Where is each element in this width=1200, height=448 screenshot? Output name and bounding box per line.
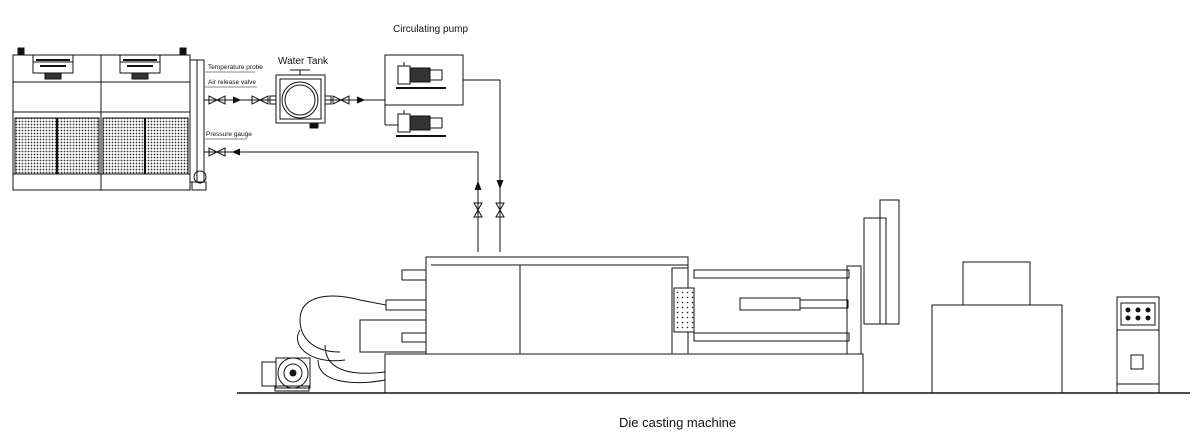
die-casting-machine xyxy=(237,199,1190,394)
fan-motor-icon xyxy=(32,54,74,80)
motor-icon xyxy=(261,357,311,392)
fan-motor-icon xyxy=(119,54,161,80)
temperature-probe-label: Temperature probe xyxy=(208,64,263,71)
auxiliary-unit xyxy=(931,261,1063,394)
pressure-gauge-label: Pressure gauge xyxy=(206,131,252,138)
cooling-tower xyxy=(12,47,207,191)
valve-icon xyxy=(495,202,505,218)
circulating-pump-label: Circulating pump xyxy=(393,24,469,35)
pump-icon xyxy=(396,62,446,89)
air-release-valve-label: Air release valve xyxy=(208,79,257,86)
water-tank-label: Water Tank xyxy=(278,56,329,67)
valve-icon xyxy=(332,95,350,105)
control-cabinet xyxy=(1116,296,1160,394)
pump-icon xyxy=(396,110,446,137)
valve-icon xyxy=(208,95,226,105)
valve-icon xyxy=(473,202,483,218)
die-casting-machine-label: Die casting machine xyxy=(619,415,737,430)
water-tank xyxy=(269,69,332,129)
valve-icon xyxy=(251,95,269,105)
valve-icon xyxy=(208,147,226,157)
circulating-pump xyxy=(384,54,501,252)
